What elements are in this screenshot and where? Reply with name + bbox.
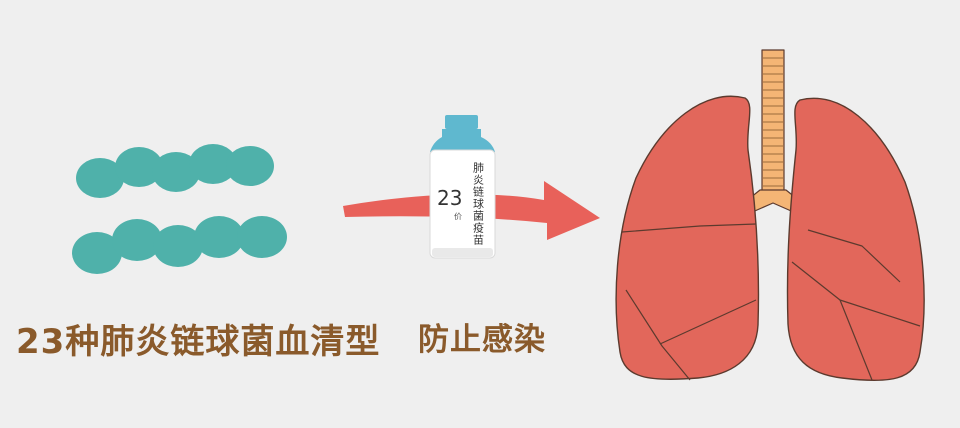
vial-neck xyxy=(430,129,495,152)
vial-body xyxy=(429,149,496,259)
vial-base xyxy=(432,248,493,257)
vial-unit: 价 xyxy=(454,212,462,221)
vaccine-vial-icon: 23 价 肺炎链球菌疫苗 xyxy=(429,115,496,259)
vial-cap xyxy=(445,115,478,129)
vial-number: 23 xyxy=(437,186,462,210)
bacteria-chain-top xyxy=(76,144,274,198)
prevent-infection-label: 防止感染 xyxy=(418,322,546,358)
trachea-rings xyxy=(763,57,783,187)
lung-fissures xyxy=(621,223,921,381)
vial-vertical-text: 肺炎链球菌疫苗 xyxy=(472,162,485,246)
serotypes-label: 23种肺炎链球菌血清型 xyxy=(16,322,381,362)
right-lung xyxy=(786,97,925,382)
bacteria-chain-icon xyxy=(72,144,287,274)
bacteria-chain-bottom xyxy=(72,216,287,274)
left-lung xyxy=(615,95,760,381)
trachea xyxy=(761,49,785,193)
lungs-icon xyxy=(615,49,925,382)
